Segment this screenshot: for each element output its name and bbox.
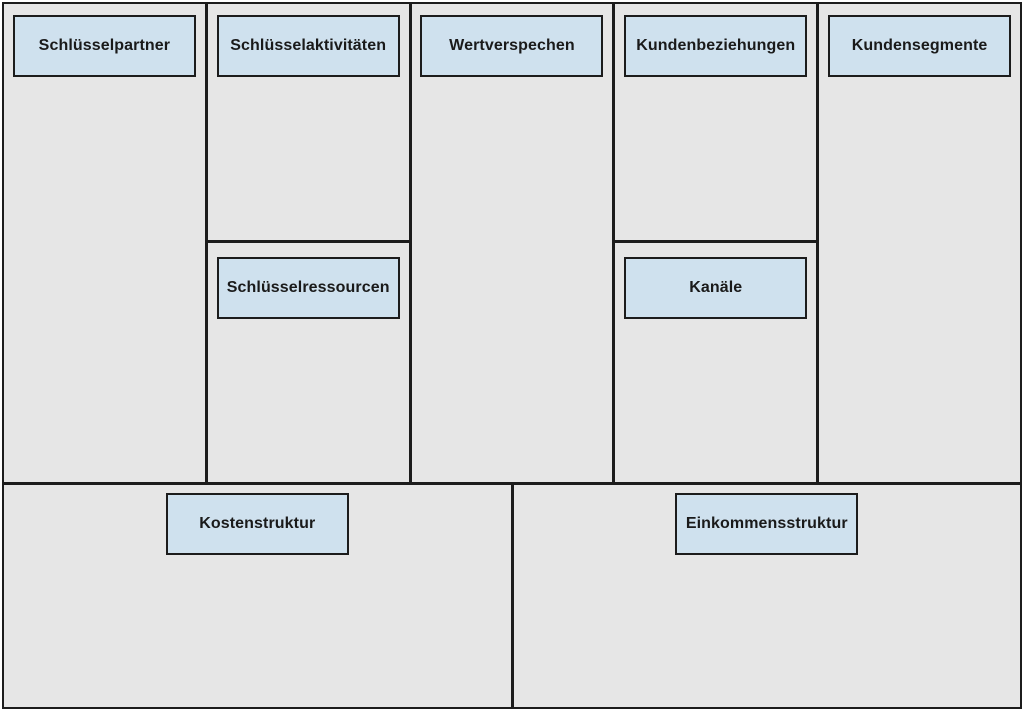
cell-customer-relationships: Kundenbeziehungen <box>615 4 817 243</box>
cost-structure-header: Kostenstruktur <box>165 493 349 555</box>
cell-customer-segments: Kundensegmente <box>819 4 1020 482</box>
customer-segments-header: Kundensegmente <box>828 15 1012 77</box>
column-key-activities-resources: Schlüsselaktivitäten Schlüsselressourcen <box>207 4 412 482</box>
customer-relationships-header: Kundenbeziehungen <box>624 15 808 77</box>
column-customer-relationships-channels: Kundenbeziehungen Kanäle <box>615 4 820 482</box>
cell-channels: Kanäle <box>615 243 816 482</box>
key-resources-header: Schlüsselressourcen <box>216 257 400 319</box>
cell-key-activities: Schlüsselaktivitäten <box>207 4 409 243</box>
key-partners-header: Schlüsselpartner <box>12 15 196 77</box>
value-proposition-header: Wertverspechen <box>420 15 604 77</box>
channels-header: Kanäle <box>624 257 808 319</box>
key-activities-header: Schlüsselaktivitäten <box>216 15 400 77</box>
cell-cost-structure: Kostenstruktur <box>4 485 514 707</box>
cell-value-proposition: Wertverspechen <box>411 4 616 482</box>
cell-revenue-structure: Einkommensstruktur <box>513 485 1020 707</box>
canvas-bottom-row: Kostenstruktur Einkommensstruktur <box>4 485 1020 707</box>
cell-key-resources: Schlüsselressourcen <box>208 243 409 482</box>
revenue-structure-header: Einkommensstruktur <box>675 493 859 555</box>
canvas-top-row: Schlüsselpartner Schlüsselaktivitäten Sc… <box>4 4 1020 485</box>
cell-key-partners: Schlüsselpartner <box>4 4 208 482</box>
